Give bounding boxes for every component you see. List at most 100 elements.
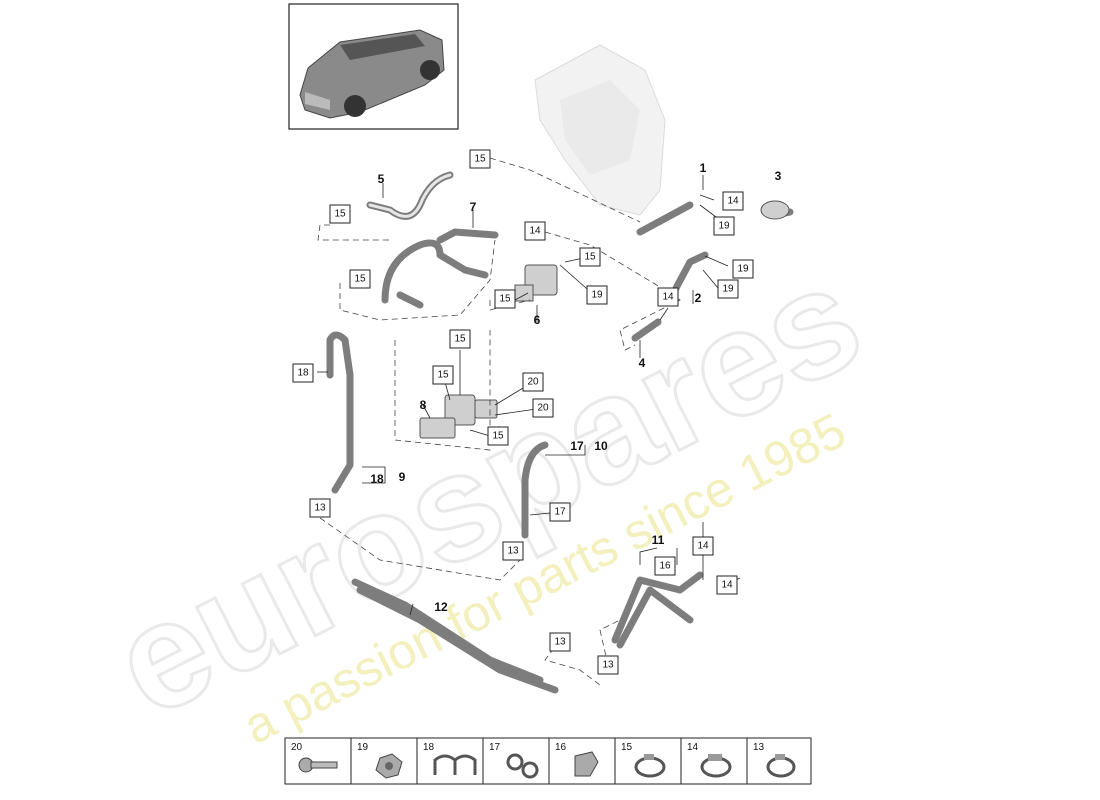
svg-text:13: 13 [602,660,614,671]
part-label-11: 11 [652,533,665,547]
part-label-17: 17 [570,439,584,453]
part-label-3: 3 [775,169,782,183]
svg-text:15: 15 [621,742,633,753]
part-label-10: 10 [594,439,608,453]
part-label-2: 2 [695,291,702,305]
svg-text:16: 16 [659,561,671,572]
callout-box: 16 [654,556,676,576]
double-clip-icon [506,753,539,779]
fastener-legend: 20 19 18 17 16 15 14 [284,737,812,785]
part-label-12: 12 [434,600,448,614]
hose-7 [381,228,499,309]
callout-box: 15 [329,204,351,224]
hose-5 [366,171,454,220]
callout-box: 14 [524,221,546,241]
svg-text:14: 14 [529,226,541,237]
svg-text:13: 13 [753,742,765,753]
hose-4 [631,318,662,342]
callout-box: 13 [502,541,524,561]
callout-box: 13 [309,498,331,518]
svg-text:17: 17 [554,507,566,518]
hose-clamp-icon [634,754,666,778]
svg-text:14: 14 [727,196,739,207]
svg-text:18: 18 [297,368,309,379]
svg-text:15: 15 [334,209,346,220]
callout-box: 17 [549,502,571,522]
hose-18 [326,331,354,494]
svg-text:15: 15 [492,431,504,442]
callout-box: 13 [549,632,571,652]
holder-icon [574,751,599,777]
callout-box: 19 [586,285,608,305]
svg-text:16: 16 [555,742,567,753]
svg-text:15: 15 [437,370,449,381]
legend-cell-19: 19 [350,737,418,785]
svg-text:18: 18 [423,742,435,753]
valve-6 [514,264,558,302]
callout-box: 14 [692,536,714,556]
callout-box: 15 [487,426,509,446]
svg-text:19: 19 [357,742,369,753]
svg-text:15: 15 [354,274,366,285]
callout-box: 15 [494,289,516,309]
part-label-1: 1 [700,161,707,175]
hose-17 [521,441,549,539]
svg-text:19: 19 [591,290,603,301]
callout-boxes: 15 15 14 19 14 15 19 19 15 15 19 14 15 1… [292,149,754,675]
svg-text:14: 14 [687,742,699,753]
svg-text:19: 19 [722,284,734,295]
callout-box: 14 [657,287,679,307]
svg-text:15: 15 [584,252,596,263]
engine-outline [534,44,666,216]
watermark: eurospares a passion for parts since 198… [87,230,887,755]
callout-box: 15 [432,365,454,385]
svg-text:19: 19 [737,264,749,275]
svg-text:15: 15 [454,334,466,345]
legend-cell-20: 20 [284,737,352,785]
callout-box: 14 [716,575,738,595]
pipe-12 [351,571,704,694]
legend-cell-15: 15 [614,737,682,785]
callout-box: 19 [717,279,739,299]
nut-icon [375,753,403,779]
hose-clamp-icon [766,754,796,778]
callout-box: 18 [292,363,314,383]
part-label-4: 4 [639,356,646,370]
part-label-7: 7 [470,200,477,214]
callout-box: 20 [522,372,544,392]
svg-text:13: 13 [314,503,326,514]
legend-cell-14: 14 [680,737,748,785]
bolt-icon [298,757,338,773]
svg-text:20: 20 [527,377,539,388]
svg-text:14: 14 [697,541,709,552]
callout-box: 20 [532,398,554,418]
part-label-5: 5 [378,172,385,186]
callout-box: 19 [732,259,754,279]
svg-text:19: 19 [718,221,730,232]
legend-cell-18: 18 [416,737,484,785]
pump-8 [419,394,498,439]
callout-box: 19 [713,216,735,236]
part-label-6: 6 [534,313,541,327]
svg-text:15: 15 [499,294,511,305]
legend-cell-16: 16 [548,737,616,785]
svg-text:20: 20 [537,403,549,414]
svg-text:14: 14 [662,292,674,303]
svg-text:14: 14 [721,580,733,591]
dashed-leaders [317,157,681,686]
svg-text:13: 13 [507,546,519,557]
svg-text:15: 15 [474,154,486,165]
part-number-labels: 1 2 3 4 5 6 7 8 9 10 11 12 17 18 [370,161,781,614]
part-label-18: 18 [370,472,384,486]
clip-icon [433,754,477,775]
callout-box: 14 [722,191,744,211]
svg-text:17: 17 [489,742,501,753]
callout-box: 15 [469,149,491,169]
callout-box: 15 [449,329,471,349]
car-icon [299,29,445,119]
part-label-9: 9 [399,470,406,484]
callout-box: 13 [597,655,619,675]
clamp-3 [760,200,790,220]
svg-text:13: 13 [554,637,566,648]
